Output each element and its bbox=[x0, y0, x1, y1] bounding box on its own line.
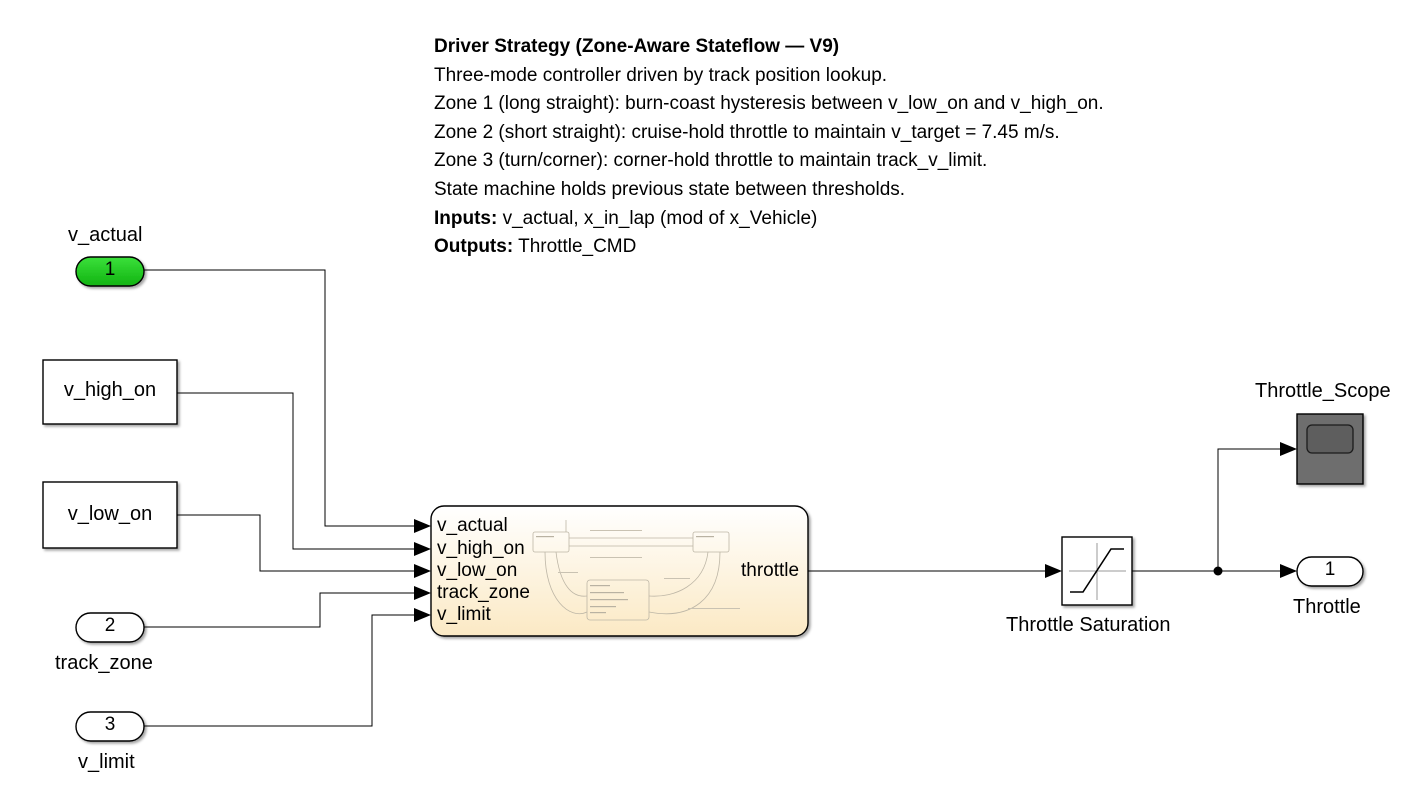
thumbnail-text-line bbox=[664, 578, 690, 579]
inport-v-actual-number: 1 bbox=[104, 259, 116, 280]
thumbnail-text-line bbox=[590, 585, 610, 587]
saturation-curve bbox=[1070, 548, 1124, 593]
signal-track-zone[interactable] bbox=[144, 592, 414, 628]
annotation-outputs: Outputs: Throttle_CMD bbox=[434, 233, 1104, 262]
annotation-title: Driver Strategy (Zone-Aware Stateflow — … bbox=[434, 36, 840, 57]
outport-throttle-name: Throttle bbox=[1293, 596, 1361, 618]
inport-track-zone-name: track_zone bbox=[55, 652, 153, 674]
signal-v-actual[interactable] bbox=[144, 269, 414, 527]
thumbnail-state-cruise bbox=[586, 579, 650, 621]
signal-v-limit[interactable] bbox=[144, 614, 414, 727]
thumbnail-text-line bbox=[688, 608, 740, 609]
signal-v-high-on[interactable] bbox=[177, 392, 414, 550]
inputs-value: v_actual, x_in_lap (mod of x_Vehicle) bbox=[497, 207, 818, 229]
thumbnail-text-line bbox=[590, 557, 642, 558]
annotation-line: Zone 2 (short straight): cruise-hold thr… bbox=[434, 121, 1060, 143]
signal-lines bbox=[144, 269, 1280, 727]
thumbnail-text-line bbox=[696, 536, 714, 538]
annotation-inputs: Inputs: v_actual, x_in_lap (mod of x_Veh… bbox=[434, 205, 1104, 234]
inport-v-actual-name: v_actual bbox=[68, 224, 143, 246]
arrowhead bbox=[414, 586, 431, 600]
thumbnail-text-line bbox=[536, 536, 554, 538]
scope-label: Throttle_Scope bbox=[1255, 380, 1391, 402]
outport-throttle-number: 1 bbox=[1324, 559, 1336, 580]
constant-v-low-on-block[interactable] bbox=[42, 481, 178, 549]
arrowhead bbox=[414, 564, 431, 578]
inport-v-actual-block[interactable] bbox=[75, 256, 145, 287]
inport-v-limit-block[interactable] bbox=[75, 711, 145, 742]
thumbnail-state-coast bbox=[692, 531, 730, 553]
scope-screen-icon bbox=[1306, 424, 1354, 454]
inputs-label: Inputs: bbox=[434, 207, 498, 229]
model-annotation: Driver Strategy (Zone-Aware Stateflow — … bbox=[434, 33, 1104, 262]
outport-throttle-block[interactable] bbox=[1296, 556, 1364, 587]
thumbnail-transition bbox=[648, 551, 721, 615]
arrowhead bbox=[1045, 564, 1062, 578]
inport-track-zone-block[interactable] bbox=[75, 612, 145, 643]
thumbnail-transition bbox=[544, 551, 588, 614]
chart-thumbnail-labels bbox=[536, 530, 740, 614]
thumbnail-text-line bbox=[590, 530, 642, 531]
chart-thumbnail bbox=[532, 520, 730, 621]
inport-v-limit-number: 3 bbox=[104, 714, 116, 735]
arrowhead bbox=[1280, 564, 1297, 578]
saturation-icon bbox=[1069, 543, 1126, 600]
thumbnail-text-line bbox=[558, 572, 578, 573]
constant-v-high-on-label: v_high_on bbox=[63, 379, 157, 401]
thumbnail-text-line bbox=[590, 599, 628, 601]
thumbnail-text-line bbox=[590, 592, 624, 594]
constant-v-high-on-block[interactable] bbox=[42, 359, 178, 425]
thumbnail-text-line bbox=[590, 612, 606, 614]
inport-track-zone-number: 2 bbox=[104, 615, 116, 636]
outputs-label: Outputs: bbox=[434, 236, 514, 258]
thumbnail-state-burn bbox=[532, 531, 570, 553]
chart-input-v-actual: v_actual bbox=[437, 515, 508, 536]
branch-point bbox=[1213, 566, 1223, 576]
annotation-line: Three-mode controller driven by track po… bbox=[434, 64, 888, 86]
chart-input-v-limit: v_limit bbox=[437, 604, 491, 625]
annotation-line: Zone 1 (long straight): burn-coast hyste… bbox=[434, 93, 1104, 115]
thumbnail-transition bbox=[648, 551, 709, 597]
constant-v-low-on-label: v_low_on bbox=[67, 503, 153, 525]
stateflow-chart-block[interactable] bbox=[430, 505, 809, 637]
annotation-line: State machine holds previous state betwe… bbox=[434, 178, 906, 200]
arrowhead bbox=[414, 608, 431, 622]
arrowhead bbox=[414, 519, 431, 533]
thumbnail-text-line bbox=[590, 606, 616, 608]
annotation-line: Zone 3 (turn/corner): corner-hold thrott… bbox=[434, 150, 988, 172]
signal-to-scope[interactable] bbox=[1217, 448, 1280, 571]
inport-v-limit-name: v_limit bbox=[78, 751, 135, 773]
thumbnail-transition bbox=[555, 551, 588, 597]
arrowhead bbox=[1280, 442, 1297, 456]
saturation-label: Throttle Saturation bbox=[1006, 614, 1171, 636]
chart-output-throttle: throttle bbox=[741, 560, 800, 581]
chart-input-v-high-on: v_high_on bbox=[437, 538, 525, 559]
chart-input-v-low-on: v_low_on bbox=[437, 560, 518, 581]
chart-input-track-zone: track_zone bbox=[437, 582, 530, 603]
arrowheads bbox=[414, 442, 1297, 622]
arrowhead bbox=[414, 542, 431, 556]
signal-v-low-on[interactable] bbox=[177, 514, 414, 572]
outputs-value: Throttle_CMD bbox=[513, 236, 637, 258]
